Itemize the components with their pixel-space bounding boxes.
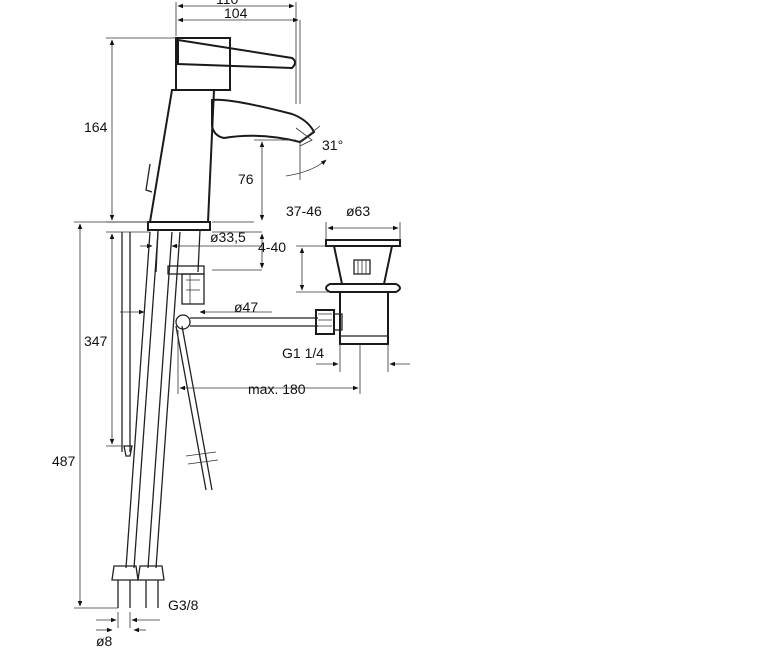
label-spout-height: 76 <box>238 171 254 187</box>
lever-handle <box>177 38 296 70</box>
label-deck-thickness: 4-40 <box>258 239 286 255</box>
dimension-lines <box>74 2 410 633</box>
label-width-spout: 104 <box>224 5 248 21</box>
label-hose-thread: G3/8 <box>168 597 199 613</box>
label-height-under: 347 <box>84 333 108 349</box>
label-hose-diameter: ø8 <box>96 633 113 649</box>
faucet-body <box>145 37 316 231</box>
label-height-body: 164 <box>84 119 108 135</box>
label-width-total: 110 <box>216 0 239 7</box>
spout <box>211 98 316 144</box>
label-drain-thread: G1 1/4 <box>282 345 324 361</box>
label-drain-diameter: ø63 <box>346 203 370 219</box>
label-drain-range: 37-46 <box>286 203 322 219</box>
label-base-diameter: ø33,5 <box>210 229 246 245</box>
label-hole-diameter: ø47 <box>234 299 258 315</box>
drain-assembly <box>315 239 401 345</box>
label-spout-angle: 31° <box>322 137 343 153</box>
label-total-height: 487 <box>52 453 76 469</box>
dimension-labels: 110 104 164 76 31° 37-46 ø63 ø33,5 4-40 … <box>52 0 370 649</box>
label-rod-length: max. 180 <box>248 381 306 397</box>
under-deck <box>111 229 318 608</box>
